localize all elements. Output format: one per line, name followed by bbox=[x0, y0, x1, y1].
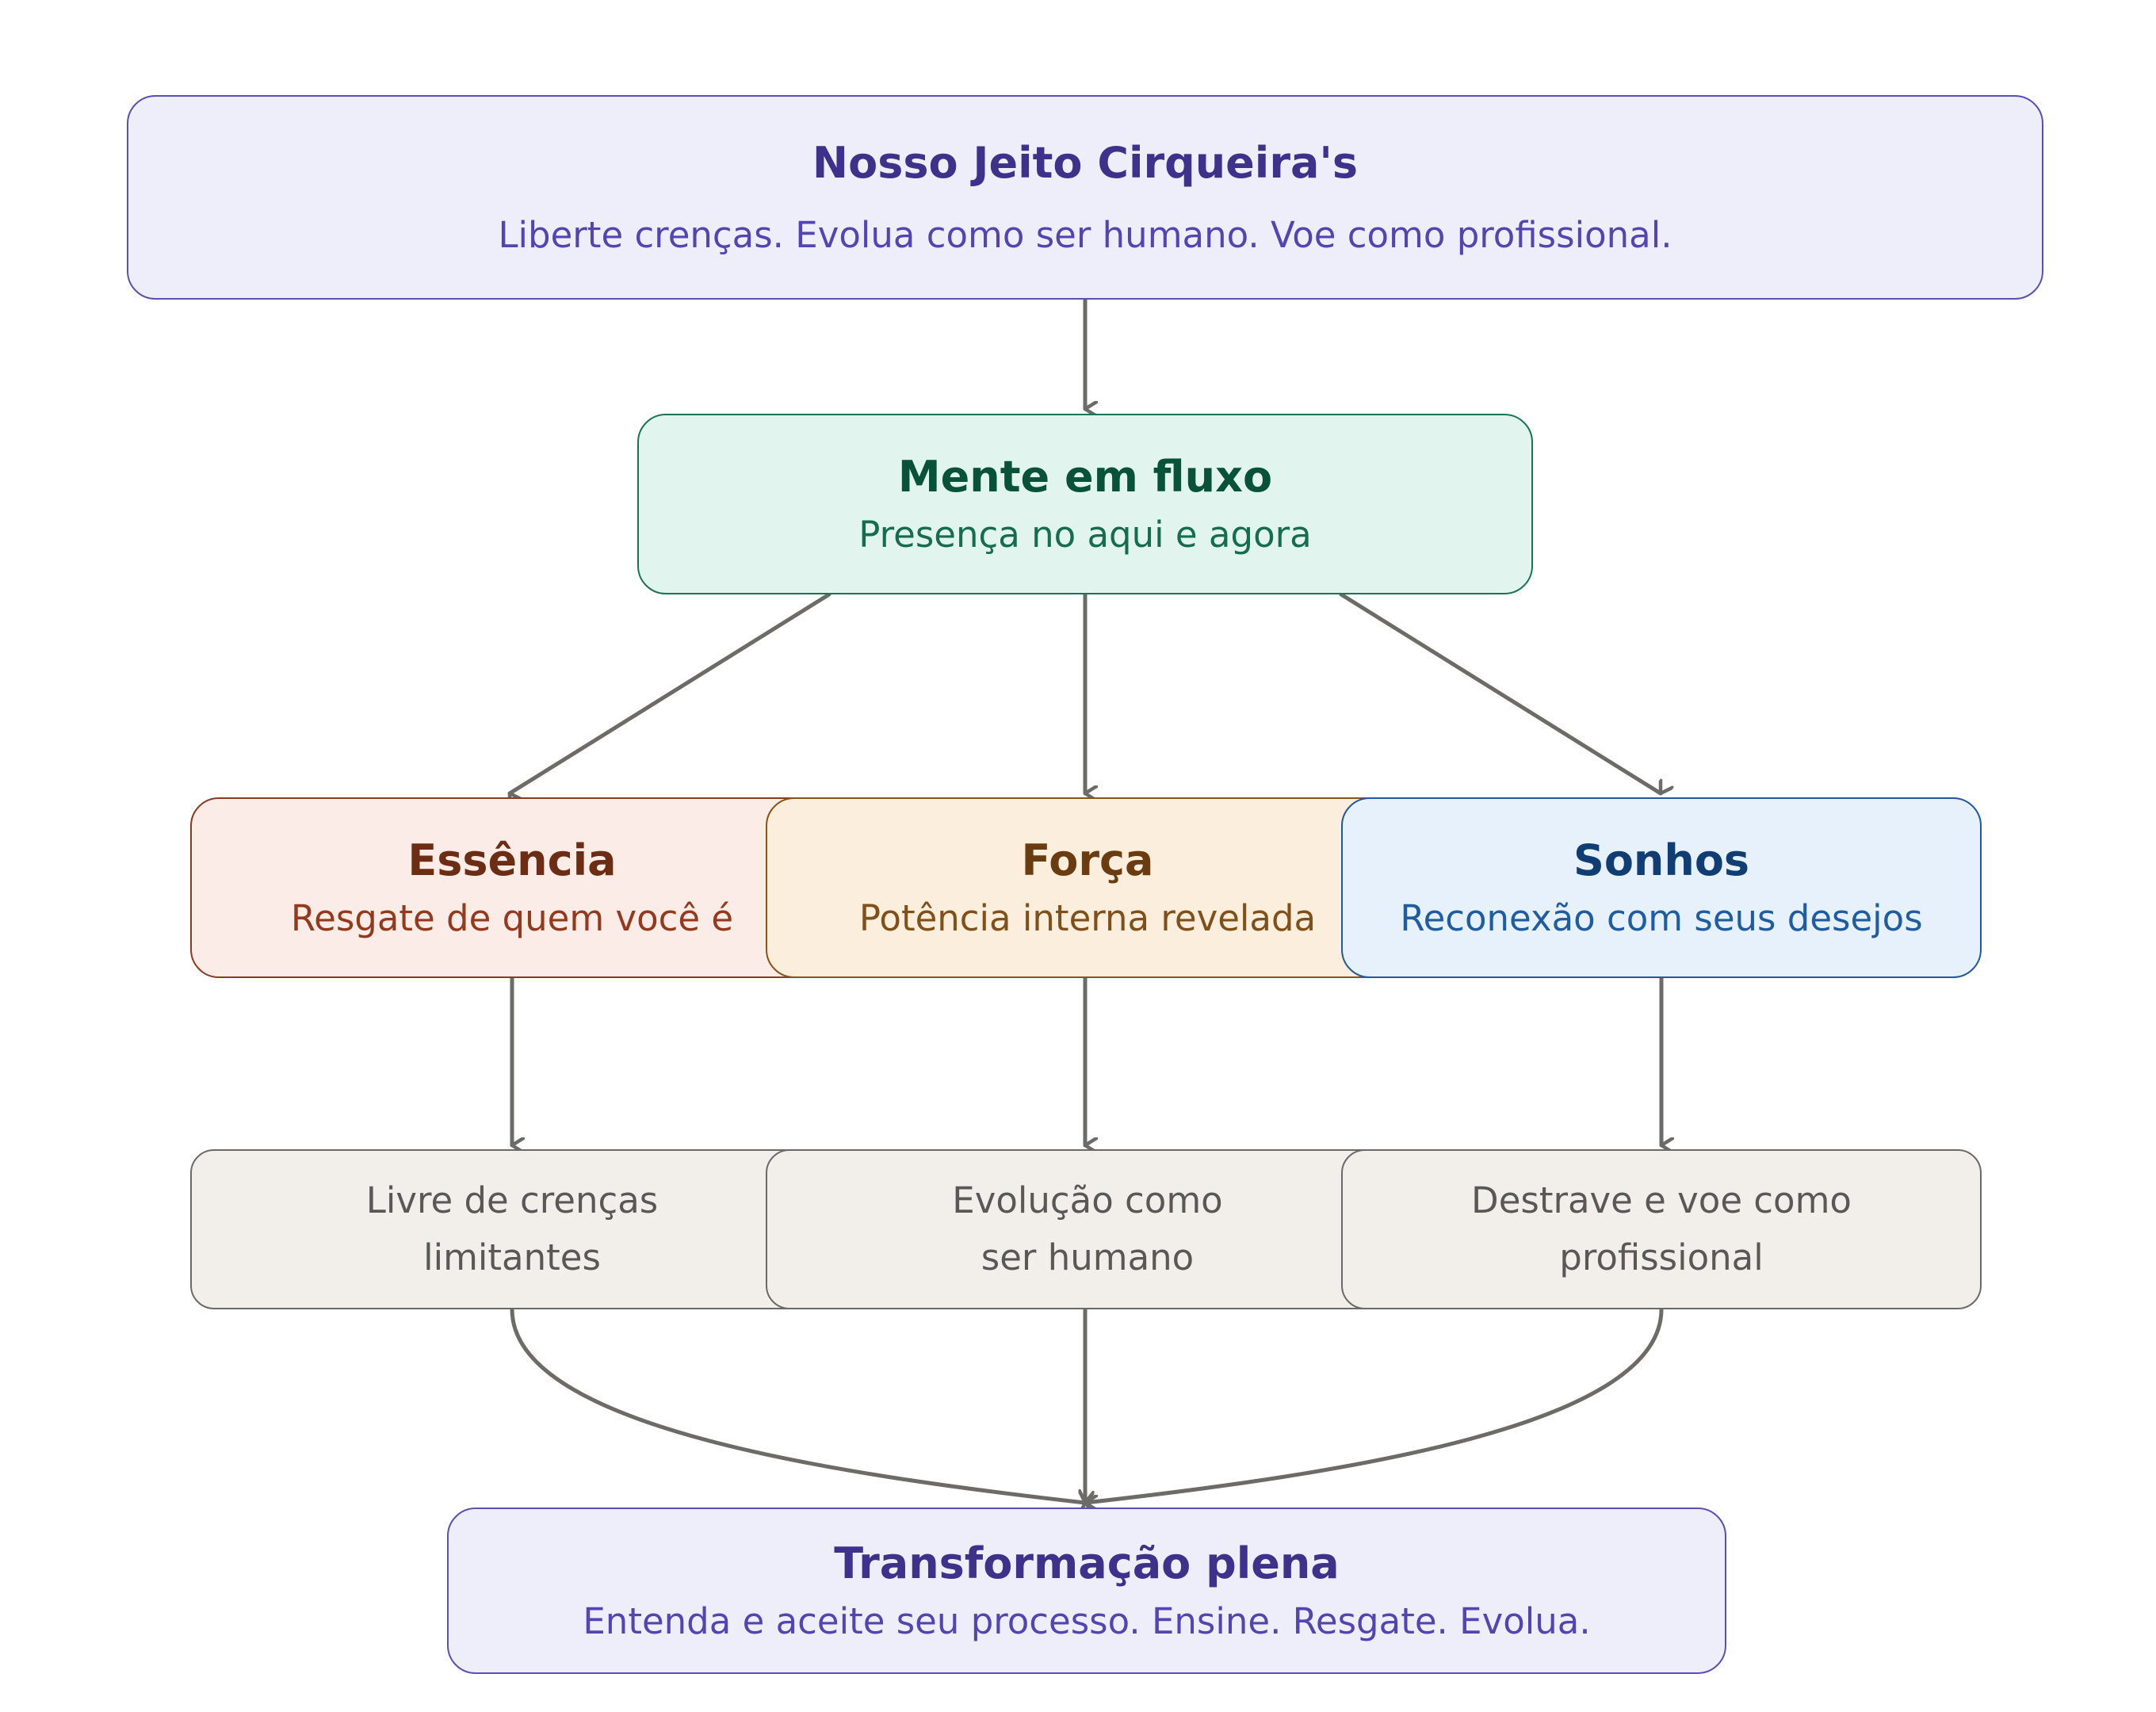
top-node: Nosso Jeito Cirqueira's Liberte crenças.… bbox=[127, 95, 2043, 300]
top-node-subtitle: Liberte crenças. Evolua como ser humano.… bbox=[498, 214, 1672, 257]
pillar-title: Força bbox=[1021, 835, 1154, 885]
outcome-node-3: Destrave e voe como profissional bbox=[1341, 1149, 1982, 1309]
pillar-title: Essência bbox=[407, 835, 617, 885]
bottom-node-subtitle: Entenda e aceite seu processo. Ensine. R… bbox=[583, 1600, 1591, 1643]
pillar-node-essencia: Essência Resgate de quem você é bbox=[190, 797, 834, 978]
top-node-title: Nosso Jeito Cirqueira's bbox=[812, 137, 1359, 188]
pillar-title: Sonhos bbox=[1573, 835, 1750, 885]
pillar-node-forca: Força Potência interna revelada bbox=[766, 797, 1409, 978]
bottom-node-title: Transformação plena bbox=[834, 1538, 1340, 1588]
arrow-out3-to-bottom bbox=[1085, 1307, 1664, 1503]
mind-node-subtitle: Presença no aqui e agora bbox=[858, 514, 1312, 556]
arrow-out1-to-bottom bbox=[510, 1307, 1085, 1505]
outcome-node-1: Livre de crenças limitantes bbox=[190, 1149, 834, 1309]
mind-node-title: Mente em fluxo bbox=[897, 451, 1273, 502]
outcome-text: Livre de crenças limitantes bbox=[365, 1179, 659, 1278]
mind-node: Mente em fluxo Presença no aqui e agora bbox=[637, 414, 1533, 594]
pillar-subtitle: Potência interna revelada bbox=[858, 897, 1317, 940]
outcome-node-2: Evolução como ser humano bbox=[766, 1149, 1409, 1309]
bottom-node: Transformação plena Entenda e aceite seu… bbox=[447, 1508, 1726, 1674]
arrow-mind-to-essencia bbox=[507, 592, 831, 793]
pillar-subtitle: Reconexão com seus desejos bbox=[1400, 897, 1923, 940]
pillar-subtitle: Resgate de quem você é bbox=[290, 897, 734, 940]
arrow-mind-to-sonhos bbox=[1339, 592, 1661, 796]
outcome-text: Evolução como ser humano bbox=[952, 1179, 1223, 1278]
pillar-node-sonhos: Sonhos Reconexão com seus desejos bbox=[1341, 797, 1982, 978]
outcome-text: Destrave e voe como profissional bbox=[1471, 1179, 1852, 1278]
